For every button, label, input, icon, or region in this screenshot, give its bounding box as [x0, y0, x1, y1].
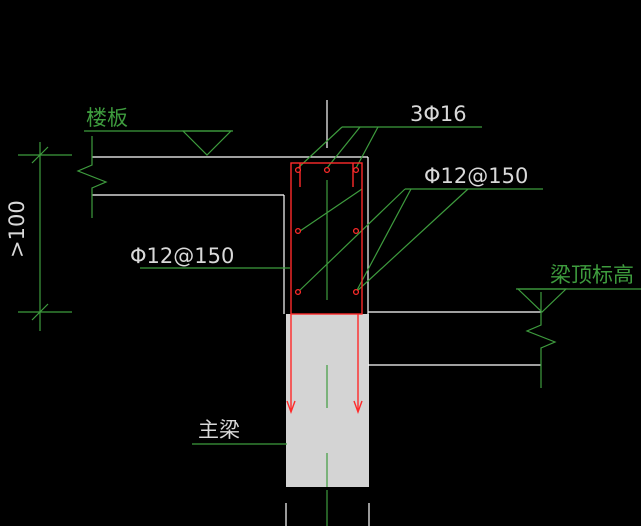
- stirrup-upper-label: Φ12@150: [424, 164, 528, 188]
- green-linework: [18, 126, 641, 526]
- floor-slab-label: 楼板: [86, 106, 128, 130]
- top-rebar-leader-diag-2: [326, 126, 361, 169]
- top-rebar-leader-diag-1: [297, 126, 343, 169]
- dimension-tick-bottom: [31, 303, 49, 321]
- beam-top-elevation-label: 梁顶标高: [550, 263, 634, 287]
- top-rebar-1: [294, 166, 302, 174]
- top-rebar-label: 3Φ16: [410, 102, 467, 126]
- stirrup-upper-diag-2: [297, 188, 406, 293]
- beam-top-triangle: [516, 288, 568, 313]
- dimension-label: >100: [5, 200, 29, 258]
- slab-elevation-triangle: [181, 130, 233, 156]
- dimension-tick-top: [31, 146, 49, 164]
- stirrup-outline: [290, 162, 363, 315]
- side-rebar-right-1: [352, 227, 360, 235]
- side-rebar-left-2: [294, 288, 302, 296]
- top-rebar-2: [323, 166, 331, 174]
- left-break-line: [76, 136, 108, 218]
- side-rebar-right-2: [352, 288, 360, 296]
- section-outline: [92, 100, 541, 526]
- main-beam-label: 主梁: [198, 418, 240, 442]
- rebar-group: [286, 162, 363, 415]
- stirrup-upper-diag-3: [355, 188, 412, 293]
- stirrup-right-hook: [353, 400, 363, 415]
- stirrup-left-label: Φ12@150: [130, 244, 234, 268]
- stirrup-left-hook: [286, 400, 296, 415]
- top-rebar-3: [352, 166, 360, 174]
- side-rebar-left-1: [294, 227, 302, 235]
- rebar-dots: [294, 166, 360, 296]
- top-rebar-leader-diag-3: [355, 126, 379, 169]
- stirrup-upper-diag-1: [299, 188, 363, 232]
- right-break-line: [525, 292, 557, 388]
- stirrup-upper-diag-4: [355, 188, 469, 293]
